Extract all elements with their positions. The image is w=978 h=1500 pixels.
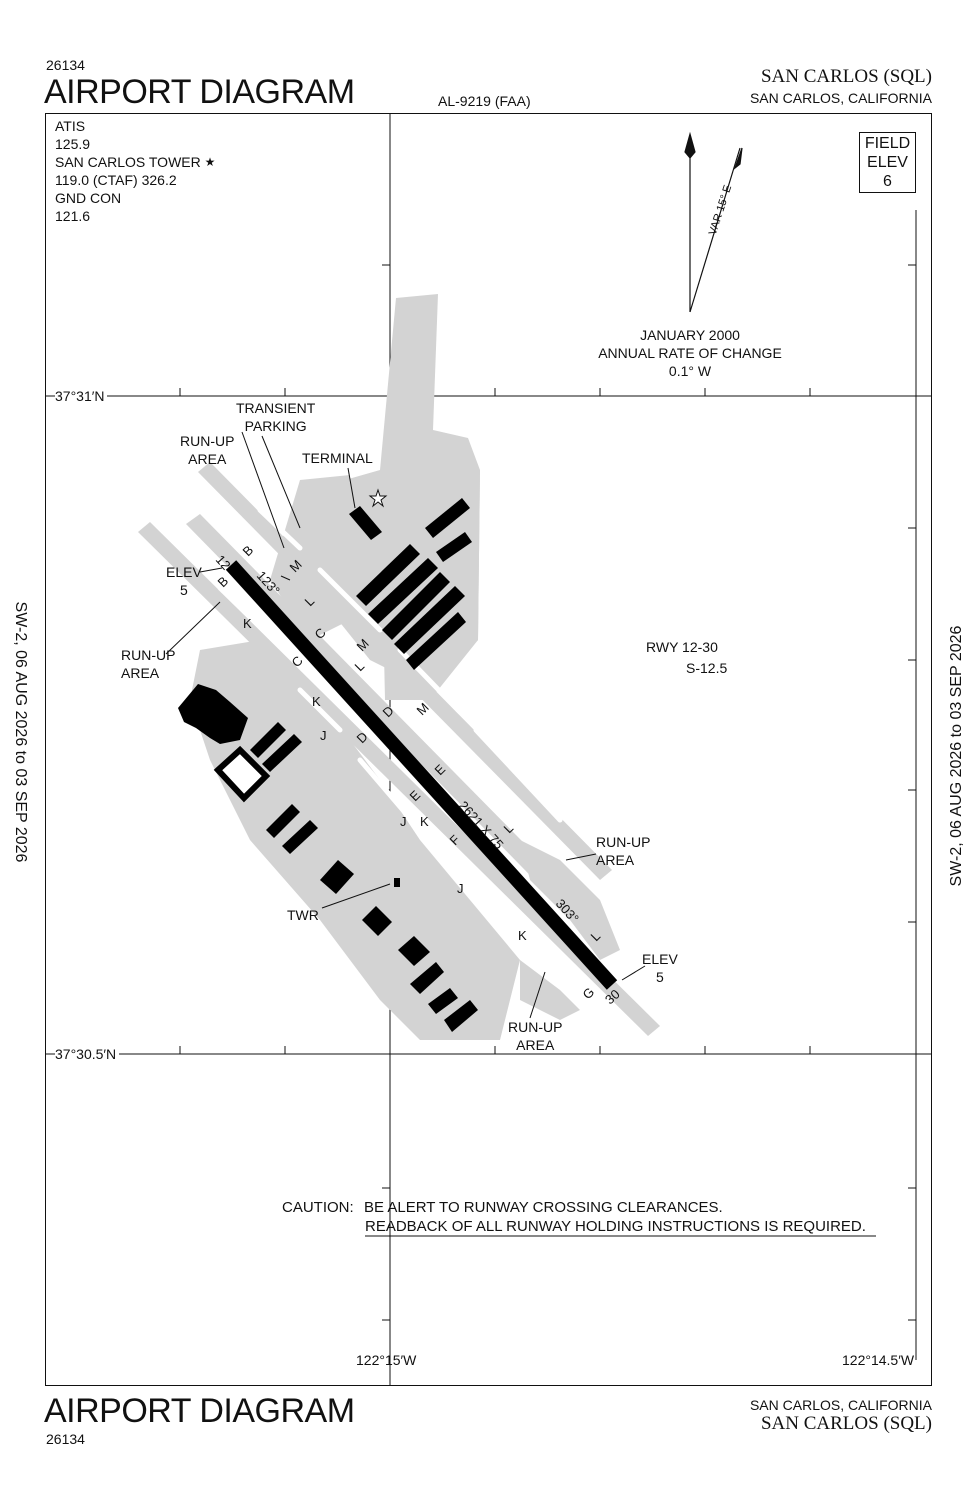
chart-number: 26134 (46, 57, 85, 73)
caution-line1: BE ALERT TO RUNWAY CROSSING CLEARANCES. (364, 1199, 723, 1216)
al-number: AL-9219 (FAA) (438, 93, 531, 109)
north-arrow (684, 131, 743, 313)
taxiway-label: J (400, 814, 407, 829)
mag-info: JANUARY 2000 ANNUAL RATE OF CHANGE 0.1° … (590, 326, 790, 380)
gnd-label: GND CON (55, 190, 122, 206)
caution-line2: READBACK OF ALL RUNWAY HOLDING INSTRUCTI… (365, 1218, 866, 1235)
tower-symbol (394, 878, 400, 887)
taxiway-label: G (580, 984, 598, 1002)
footer-chart-number: 26134 (46, 1431, 85, 1447)
transient-parking-label: TRANSIENT PARKING (236, 400, 316, 434)
footer-title: AIRPORT DIAGRAM (44, 1392, 355, 1430)
beacon-icon (368, 488, 388, 508)
footer-airport-name: SAN CARLOS (SQL) (760, 1413, 932, 1434)
runup-area-nw: RUN-UP AREA (180, 433, 235, 467)
leader-lines (165, 431, 646, 1019)
lon-east: 122°14.5′W (842, 1352, 915, 1368)
runway-12-30 (225, 560, 618, 990)
buildings (178, 498, 478, 1032)
mag-date: JANUARY 2000 (640, 327, 740, 343)
elev-12: ELEV 5 (166, 564, 202, 598)
mag-rate: 0.1° W (668, 363, 712, 379)
taxiway-label: K (312, 694, 321, 709)
atis-label: ATIS (55, 118, 86, 134)
taxiway-label: K (420, 814, 429, 829)
field-elev-value: 6 (883, 173, 892, 190)
caution-prefix: CAUTION: (282, 1199, 354, 1216)
field-elev-line2: ELEV (867, 154, 908, 171)
elev-30: ELEV 5 (642, 951, 678, 985)
tower-freq: 119.0 (CTAF) 326.2 (55, 172, 177, 188)
taxiway-label: B (240, 542, 257, 559)
city-state: SAN CARLOS, CALIFORNIA (749, 90, 932, 106)
tower-label: TWR (287, 907, 319, 923)
diagram-frame (45, 113, 932, 1386)
runway-strength: S-12.5 (686, 660, 728, 676)
lat-north: 37°31′N (55, 387, 108, 405)
field-elev-line1: FIELD (864, 135, 911, 152)
taxiway-label: K (518, 928, 527, 943)
page-title: AIRPORT DIAGRAM (44, 73, 355, 111)
runup-area-w: RUN-UP AREA (121, 647, 176, 681)
tower-row: SAN CARLOS TOWER ★ (55, 153, 215, 171)
taxiway-label: B (215, 573, 232, 590)
taxiway-label: J (457, 881, 464, 896)
graticule (45, 113, 932, 1386)
mag-rate-label: ANNUAL RATE OF CHANGE (598, 345, 782, 361)
hangar-outline (213, 745, 271, 803)
gnd-freq: 121.6 (55, 208, 91, 224)
tower-leader (321, 883, 391, 909)
footer-city-state: SAN CARLOS, CALIFORNIA (749, 1397, 932, 1413)
airport-name: SAN CARLOS (SQL) (760, 66, 932, 87)
lon-west: 122°15′W (356, 1352, 417, 1368)
pavement (138, 294, 660, 1040)
field-elev-box: FIELD ELEV 6 (859, 132, 916, 193)
runway-designation: RWY 12-30 (646, 639, 718, 655)
runup-area-s: RUN-UP AREA (508, 1019, 563, 1053)
taxiway-label: K (243, 616, 252, 631)
atis-freq: 125.9 (55, 136, 91, 152)
tower-label: SAN CARLOS TOWER (55, 154, 201, 170)
star-icon: ★ (204, 155, 216, 169)
terminal-label: TERMINAL (302, 450, 373, 466)
lat-south: 37°30.5′N (55, 1045, 120, 1063)
freq-block: ATIS 125.9 SAN CARLOS TOWER ★ 119.0 (CTA… (55, 117, 215, 225)
taxiway-label: J (320, 728, 327, 743)
runup-area-se: RUN-UP AREA (596, 834, 651, 868)
